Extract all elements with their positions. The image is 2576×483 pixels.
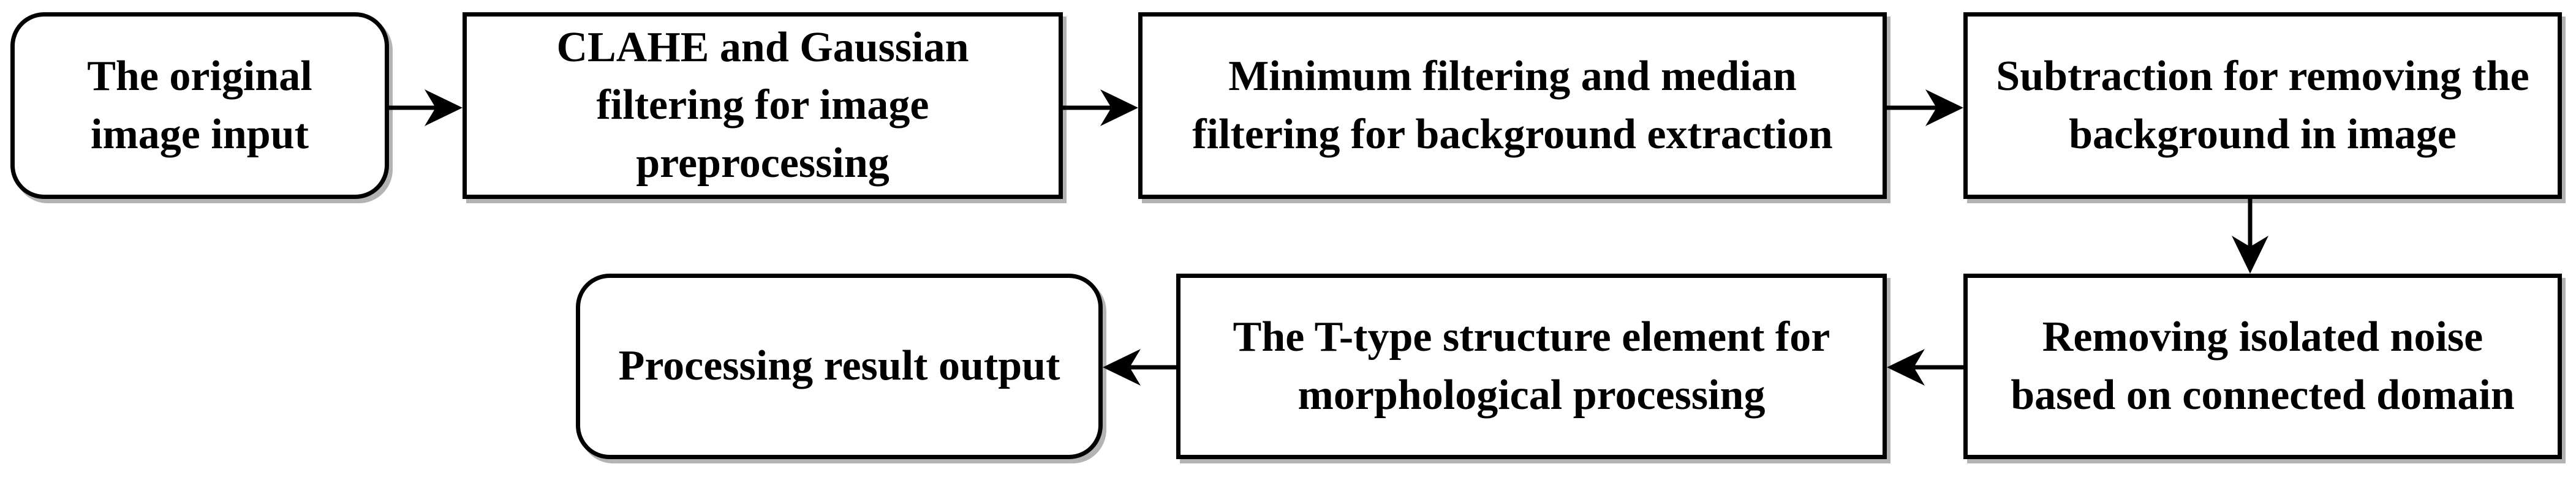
- node-original-image-input: The original image input: [10, 12, 389, 199]
- arrow-input-to-preprocessing-icon: [388, 89, 463, 126]
- arrow-subtraction-to-noise-removal-icon: [2232, 197, 2268, 274]
- node-processing-result-output: Processing result output: [576, 274, 1103, 459]
- node-clahe-gaussian-preprocessing: CLAHE and Gaussian filtering for image p…: [463, 12, 1063, 199]
- node-background-subtraction: Subtraction for removing the background …: [1963, 12, 2562, 199]
- node-t-type-morphological-processing: The T-type structure element for morphol…: [1176, 274, 1887, 459]
- arrow-preprocessing-to-background-extraction-icon: [1060, 89, 1138, 126]
- arrow-noise-removal-to-morphology-icon: [1887, 349, 1966, 386]
- arrow-morphology-to-output-icon: [1103, 349, 1179, 386]
- node-isolated-noise-removal: Removing isolated noise based on connect…: [1963, 274, 2562, 459]
- arrow-background-extraction-to-subtraction-icon: [1884, 89, 1963, 126]
- node-min-median-background-extraction: Minimum filtering and median filtering f…: [1138, 12, 1887, 199]
